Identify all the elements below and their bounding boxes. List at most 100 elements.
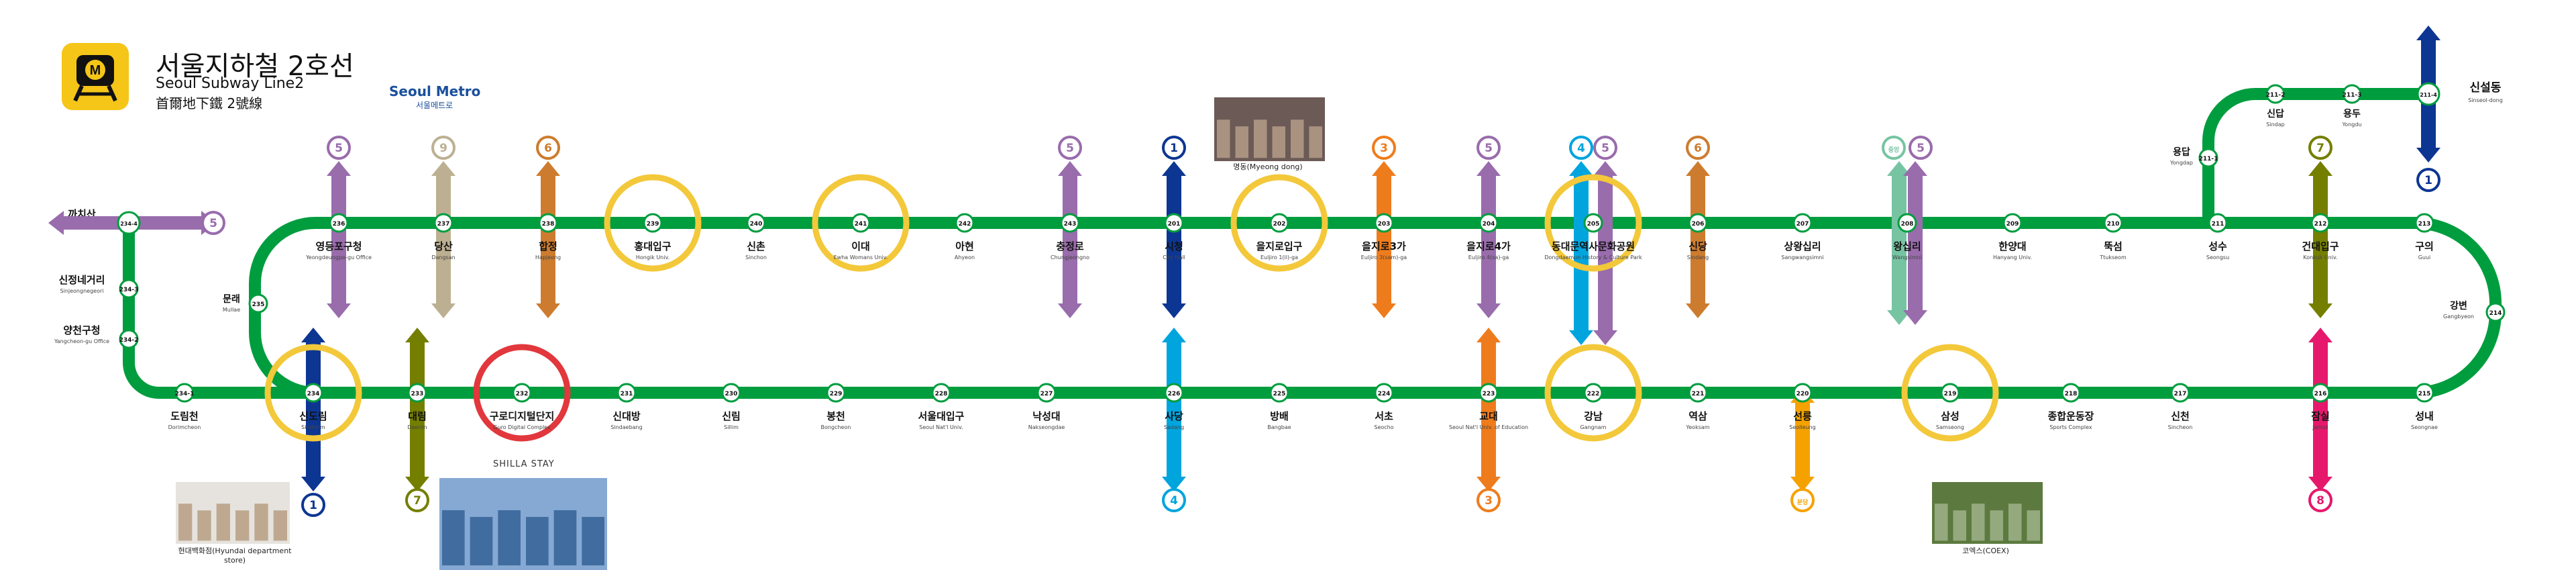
station-236-transfer-arrow-head-up [327,161,351,176]
station-210-name-en: Ttukseom [2099,254,2127,260]
station-212-transfer-badge-label: 7 [2316,142,2324,155]
station-216-transfer-badge-label: 8 [2316,494,2324,508]
hyundai-photo-bg [176,482,290,544]
station-216-code: 216 [2314,391,2327,397]
station-204-marker [1479,213,1499,233]
station-211-name-ko: 성수 [2208,240,2227,252]
station-208-line5-arrow-head-down [1903,310,1927,325]
station-223-transfer-arrow-head-up [1477,328,1501,342]
station-218-name-ko: 종합운동장 [2047,410,2094,422]
station-223-transfer-badge-circle [1477,488,1501,512]
station-237-transfer-badge-circle [431,136,455,160]
shilla-photo-block [582,516,604,566]
station-229-marker [826,383,846,403]
station-234-marker [303,383,323,403]
station-205-transfer-ring [1544,174,1642,272]
station-227-code: 227 [1040,391,1053,397]
station-211-1-marker [2198,148,2218,168]
station-232-name-en: Guro Digital Complex [493,424,551,430]
station-232-code: 232 [516,391,529,397]
station-212-transfer-arrow-head-down [2308,303,2332,318]
station-226-name-en: Sadang [1164,424,1184,430]
shilla-photo [439,478,607,570]
station-201-transfer-badge-label: 1 [1170,142,1178,155]
station-235-code: 235 [252,301,265,308]
station-220-transfer-badge-label: 분당 [1797,498,1809,506]
station-228-marker [931,383,951,403]
station-242-code: 242 [959,221,971,228]
station-208-marker [1897,213,1917,233]
station-205-badge4-label: 4 [1577,142,1585,155]
station-226-name-ko: 사당 [1165,410,1183,422]
station-211-4-transfer-badge-label: 1 [2424,174,2432,187]
station-211-4-code: 211-4 [2420,92,2437,98]
station-217-name-en: Sincheon [2168,424,2193,430]
station-211-3-name-ko: 용두 [2343,109,2361,120]
coex-photo-bg [1932,482,2043,544]
station-234-transfer-badge-circle [301,493,325,517]
station-222-marker [1583,383,1603,403]
station-202-transfer-ring [1230,174,1328,272]
station-233-transfer-arrow-head-down [405,477,429,491]
station-203-marker [1374,213,1394,233]
station-208-badge-central-circle [1882,136,1906,160]
station-211-marker [2208,213,2228,233]
station-234-2-name-ko: 양천구청 [63,324,100,336]
station-230-name-ko: 신림 [722,410,741,422]
page-subtitle-jp: 首爾地下鐵 2號線 [156,95,263,111]
station-202-name-en: Euljiro 1(il)-ga [1260,254,1298,260]
station-233-transfer-arrow-head-up [405,328,429,342]
station-241-transfer-ring [812,174,910,272]
station-238-name-ko: 합정 [539,240,557,252]
hyundai-photo-block [235,510,250,541]
station-208-name-ko: 왕십리 [1893,240,1921,252]
page-subtitle-en: Seoul Subway Line2 [156,75,305,92]
station-201-transfer-arrow-head-down [1162,303,1186,318]
station-204-transfer-arrow-head-down [1477,303,1501,318]
station-242-name-ko: 아현 [955,240,974,252]
station-235-marker [248,293,268,314]
station-204-name-ko: 을지로4가 [1466,240,1511,252]
station-234-code: 234 [307,391,320,397]
station-234-1-name-ko: 도림천 [170,410,198,422]
station-204-transfer-badge-label: 5 [1485,142,1493,155]
station-203-transfer-badge-label: 3 [1380,142,1388,155]
station-211-4-transfer-badge-circle [2416,168,2440,192]
station-225-name-ko: 방배 [1270,410,1289,422]
station-201-code: 201 [1168,221,1181,228]
station-202-name-ko: 을지로입구 [1256,240,1302,252]
station-234-1-marker [174,383,195,403]
station-237-name-en: Dangsan [431,254,455,260]
station-234-3-marker [119,279,139,299]
station-208-central-arrow-head-up [1887,161,1911,176]
station-240-marker [746,213,766,233]
station-225-name-en: Bangbae [1267,424,1291,430]
station-243-transfer-arrow-head-up [1058,161,1082,176]
station-212-transfer-badge-circle [2308,136,2332,160]
hyundai-photo-block [254,504,268,541]
station-225-code: 225 [1273,391,1286,397]
station-232-transfer-ring [473,344,571,442]
station-243-name-ko: 충정로 [1056,240,1084,252]
station-243-transfer-badge-circle [1058,136,1082,160]
station-203-transfer-badge-circle [1372,136,1396,160]
station-204-code: 204 [1483,221,1495,228]
station-201-transfer-badge-circle [1162,136,1186,160]
station-211-4-name-ko: 신설동 [2470,81,2502,95]
station-226-transfer-badge-label: 4 [1170,494,1178,508]
station-218-marker [2061,383,2081,403]
logo-letter: M [90,63,101,78]
station-205-badge4-circle [1569,136,1593,160]
station-203-name-ko: 을지로3가 [1362,240,1406,252]
station-220-transfer-arrow-head-down [1790,477,1815,491]
station-210-code: 210 [2107,221,2120,228]
station-220-name-en: Seolleung [1789,424,1815,430]
station-222-transfer-ring [1544,344,1642,442]
station-216-transfer-arrow-head-down [2308,477,2332,491]
station-231-name-en: Sindaebang [610,424,642,430]
station-214-code: 214 [2489,310,2502,317]
station-228-name-ko: 서울대입구 [918,410,964,422]
myeongdong-photo-block [1309,126,1322,158]
station-215-marker [2414,383,2434,403]
station-227-marker [1036,383,1057,403]
